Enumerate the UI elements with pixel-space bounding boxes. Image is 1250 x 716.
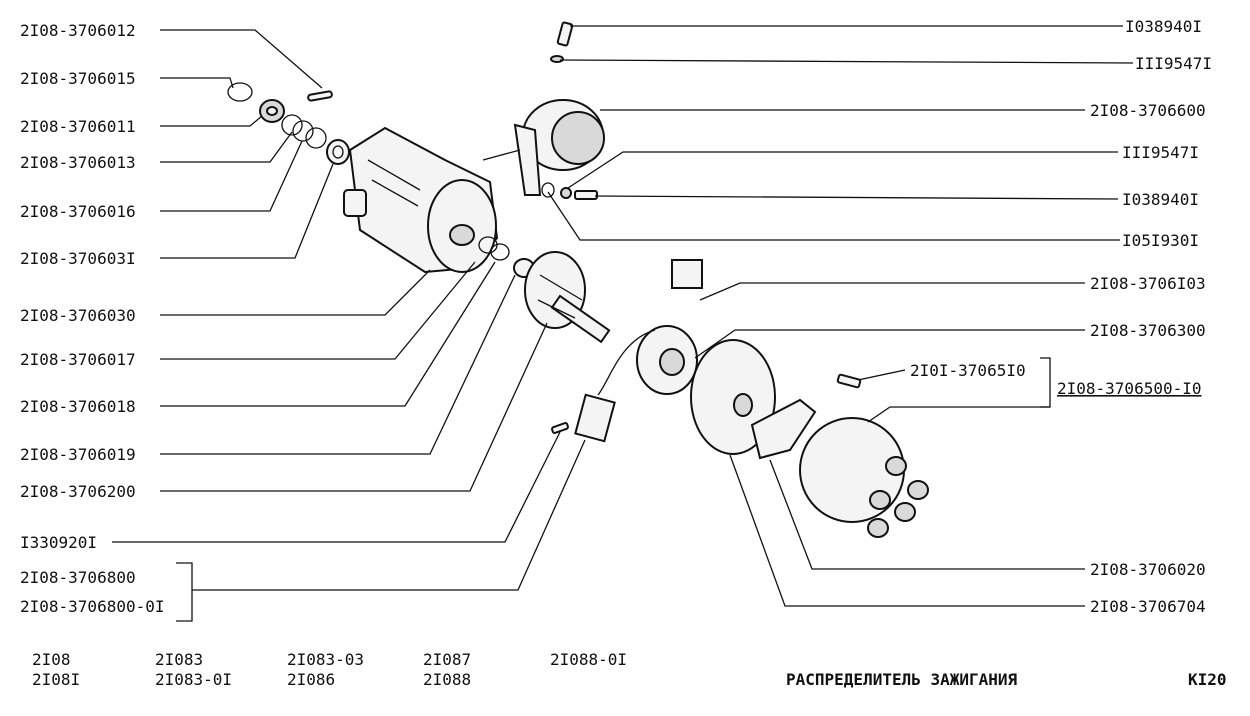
- part-label-left: 2I08-3706011: [20, 117, 136, 136]
- part-screw-side: [541, 182, 598, 200]
- part-shaft-2108-3706200: [524, 251, 611, 344]
- model-list: 2I08 2I08I 2I083 2I083-0I 2I083-03 2I086…: [32, 650, 627, 689]
- part-housing-2108-3706030: [343, 126, 499, 274]
- model-code: 2I083-03: [287, 650, 364, 669]
- part-label-right: I05I930I: [1122, 231, 1199, 250]
- leader-lines: [112, 25, 1134, 622]
- part-pin: [307, 90, 333, 102]
- part-label-left: 2I08-3706019: [20, 445, 136, 464]
- part-label-left: I330920I: [20, 533, 97, 552]
- part-label-right: I038940I: [1125, 17, 1202, 36]
- part-label-left: 2I08-3706015: [20, 69, 136, 88]
- part-label-left: 2I08-3706013: [20, 153, 136, 172]
- part-label-right: 2I0I-37065I0: [910, 361, 1026, 380]
- part-label-right: 2I08-3706I03: [1090, 274, 1206, 293]
- part-label-left: 2I08-3706018: [20, 397, 136, 416]
- part-label-right: 2I08-3706600: [1090, 101, 1206, 120]
- part-label-left: 2I08-3706800-0I: [20, 597, 165, 616]
- model-code: 2I087: [423, 650, 471, 669]
- model-code: 2I08I: [32, 670, 80, 689]
- part-label-left: 2I08-3706017: [20, 350, 136, 369]
- page-code: KI20: [1188, 670, 1227, 689]
- part-label-right: III9547I: [1135, 54, 1212, 73]
- part-label-right: I038940I: [1122, 190, 1199, 209]
- model-code: 2I083-0I: [155, 670, 232, 689]
- part-washers-front: [281, 114, 327, 149]
- part-label-right: 2I08-3706300: [1090, 321, 1206, 340]
- part-label-left: 2I08-3706800: [20, 568, 136, 587]
- model-code: 2I083: [155, 650, 203, 669]
- model-code: 2I086: [287, 670, 335, 689]
- diagram-title: РАСПРЕДЕЛИТЕЛЬ ЗАЖИГАНИЯ: [786, 670, 1018, 689]
- part-label-right: 2I08-3706704: [1090, 597, 1206, 616]
- part-bushing: [326, 139, 350, 165]
- model-code: 2I088-0I: [550, 650, 627, 669]
- part-label-right: 2I08-3706020: [1090, 560, 1206, 579]
- part-label-left: 2I08-3706030: [20, 306, 136, 325]
- part-label-left: 2I08-3706016: [20, 202, 136, 221]
- part-vacuum-regulator-2108-3706600: [482, 99, 605, 196]
- part-hall-sensor-2108-3706300: [597, 259, 703, 396]
- part-label-assembly: 2I08-3706500-I0: [1057, 379, 1202, 398]
- part-label-left: 2I08-370603I: [20, 249, 136, 268]
- model-code: 2I08: [32, 650, 71, 669]
- part-coupling: [259, 99, 285, 123]
- part-screw-top: [550, 21, 574, 63]
- part-label-left: 2I08-3706200: [20, 482, 136, 501]
- part-label-left: 2I08-3706012: [20, 21, 136, 40]
- part-connector-2108-3706800: [574, 393, 616, 443]
- part-cap-2108-3706500-10: [799, 373, 929, 538]
- part-labels: 2I08-3706012 2I08-3706015 2I08-3706011 2I08…: [20, 17, 1212, 616]
- part-rotor-2108-3706020: [750, 398, 817, 460]
- model-code: 2I088: [423, 670, 471, 689]
- part-label-right: III9547I: [1122, 143, 1199, 162]
- part-screw-1330920: [551, 422, 569, 434]
- part-ring-2108-3706015: [227, 82, 253, 102]
